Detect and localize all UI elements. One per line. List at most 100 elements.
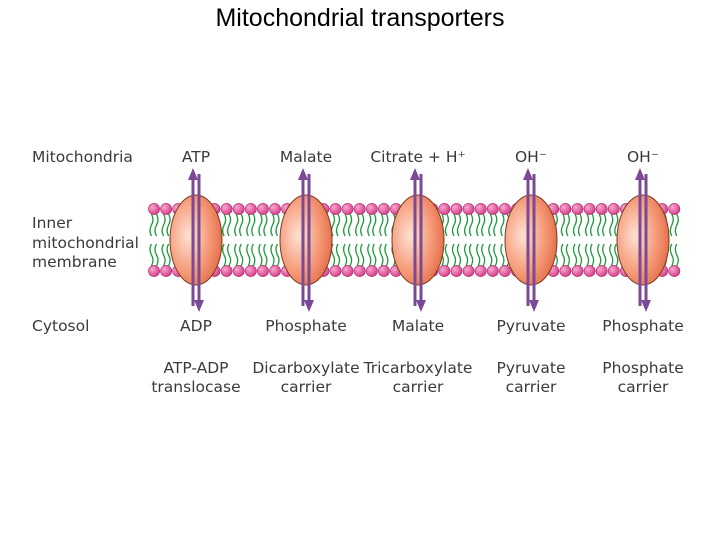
lipid-head (595, 265, 608, 277)
lipid-head (256, 203, 269, 215)
lipid-head (462, 265, 475, 277)
lipid-tail (372, 243, 377, 267)
lipid-tail (602, 243, 607, 267)
lipid-tail (565, 213, 571, 237)
lipid-tail (456, 243, 462, 267)
lipid-tail (239, 243, 244, 267)
lipid-tail (456, 213, 462, 237)
lipid-tail (161, 213, 166, 237)
lipid-tail (493, 213, 498, 237)
lipid-head (486, 265, 499, 277)
lipid-tail (367, 243, 372, 267)
lipid-tail (589, 243, 595, 267)
lipid-tail (488, 243, 493, 267)
efflux-arrow-icon (523, 168, 533, 306)
lipid-tail (572, 213, 578, 237)
lipid-tail (384, 213, 389, 237)
lipid-tail (251, 213, 256, 237)
lipid-tail (234, 213, 239, 237)
lipid-tail (226, 243, 232, 267)
lipid-tail (355, 243, 360, 267)
lipid-tail (451, 243, 457, 267)
lipid-head (377, 203, 390, 215)
lipid-tail (451, 213, 457, 237)
lipid-tail (614, 243, 619, 267)
lipid-head (148, 203, 160, 215)
lipid-head (353, 203, 366, 215)
lipid-tail (597, 243, 602, 267)
transporter-group (169, 168, 670, 312)
lipid-head (474, 203, 487, 215)
lipid-tail (372, 213, 377, 237)
transporter-2-name-line-1: Dicarboxylate (252, 359, 359, 377)
lipid-tail (560, 243, 566, 267)
carrier-protein (616, 194, 670, 286)
lipid-tail (589, 213, 595, 237)
lipid-tail (270, 243, 275, 267)
carrier-protein (169, 194, 223, 286)
transporter-5-bottom-label: Phosphate (602, 317, 684, 335)
lipid-tail (234, 243, 239, 267)
lipid-tail (335, 213, 341, 237)
lipid-head (160, 265, 172, 277)
lipid-tail (275, 213, 280, 237)
lipid-tail (347, 243, 353, 267)
lipid-tail (674, 213, 679, 237)
transporter-3-bottom-label: Malate (392, 317, 444, 335)
transporter-3-top-label: Citrate + H⁺ (370, 148, 465, 166)
lipid-head (244, 265, 257, 277)
transporter-5-name-line-2: carrier (618, 378, 669, 396)
carrier-protein (391, 194, 445, 286)
lipid-tail (577, 213, 583, 237)
transporter-4-top-label: OH⁻ (515, 148, 547, 166)
lipid-tail (360, 213, 365, 237)
lipid-head (607, 265, 620, 277)
lipid-head (269, 265, 281, 277)
influx-arrow-icon (529, 174, 539, 312)
lipid-tail (347, 213, 353, 237)
lipid-head (365, 203, 378, 215)
influx-arrow-icon (194, 174, 204, 312)
lipid-head (583, 265, 596, 277)
lipid-head (450, 203, 463, 215)
lipid-head (559, 265, 572, 277)
transporter-2-top-label: Malate (280, 148, 332, 166)
lipid-tail (602, 213, 607, 237)
transporter-2-name-line-2: carrier (281, 378, 332, 396)
lipid-tail (263, 213, 268, 237)
lipid-tail (481, 243, 486, 267)
efflux-arrow-icon (188, 168, 198, 306)
lipid-head (353, 265, 366, 277)
lipid-tail (463, 243, 469, 267)
lipid-tail (379, 243, 384, 267)
lipid-tail (258, 243, 263, 267)
lipid-tail (577, 243, 583, 267)
lipid-tail (476, 213, 481, 237)
transporter-4-bottom-label: Pyruvate (496, 317, 565, 335)
lipid-head (559, 203, 572, 215)
lipid-tail (149, 243, 154, 267)
lipid-head (498, 265, 511, 277)
lipid-head (438, 265, 451, 277)
lipid-tail (379, 213, 384, 237)
lipid-tail (560, 213, 566, 237)
transporter-dicarboxylate-carrier: Malate Phosphate Dicarboxylate carrier (252, 148, 359, 396)
transporter-1-top-label: ATP (182, 148, 210, 166)
influx-arrow-icon (304, 174, 314, 312)
mitochondria-label: Mitochondria (32, 148, 133, 166)
lipid-head (486, 203, 499, 215)
lipid-head (341, 203, 354, 215)
lipid-tail (251, 243, 256, 267)
carrier-protein (279, 194, 333, 286)
lipid-head (571, 203, 584, 215)
lipid-tail (468, 213, 474, 237)
efflux-arrow-icon (410, 168, 420, 306)
lipid-tail (239, 213, 244, 237)
lipid-tail (488, 213, 493, 237)
transporter-5-top-label: OH⁻ (627, 148, 659, 166)
transporter-1-bottom-label: ADP (180, 317, 212, 335)
lipid-tail (342, 213, 348, 237)
cytosol-label: Cytosol (32, 317, 89, 335)
lipid-tail (149, 213, 154, 237)
